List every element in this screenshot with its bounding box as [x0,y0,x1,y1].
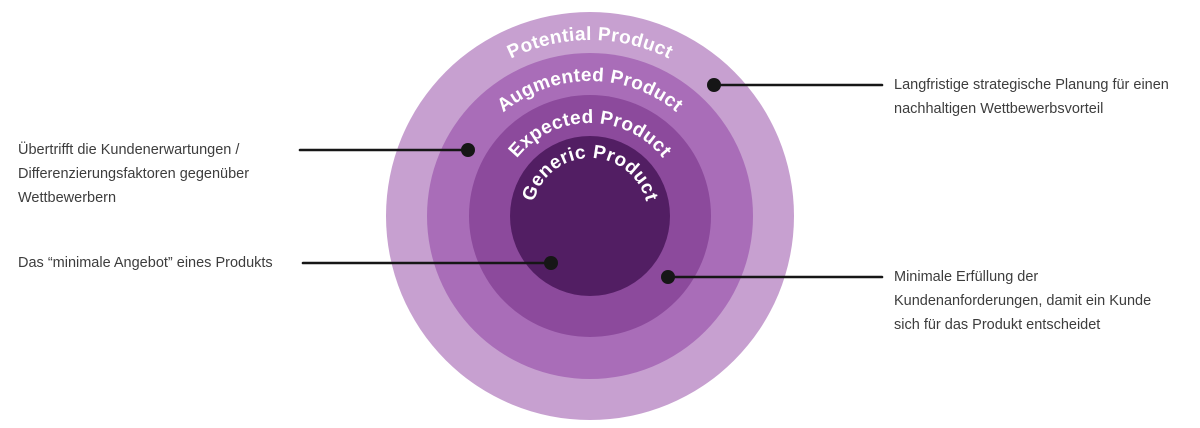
connector-augmented [298,143,475,157]
annotation-generic-product: Das “minimale Angebot” eines Produkts [18,251,273,275]
annotation-text-line: Langfristige strategische Planung für ei… [894,77,1169,93]
annotation-text-line: Kundenanforderungen, damit ein Kunde [894,293,1152,309]
connector-dot [461,143,475,157]
annotation-text-line: Wettbewerbern [18,190,117,206]
annotation-text-line: Übertrifft die Kundenerwartungen / [18,142,240,158]
connector-dot [661,270,675,284]
annotation-text-line: Das “minimale Angebot” eines Produkts [18,255,273,271]
annotation-expected-product: Minimale Erfüllung der Kundenanforderung… [894,265,1151,337]
connector-dot [544,256,558,270]
connector-potential [707,78,884,92]
annotation-augmented-product: Übertrifft die Kundenerwartungen / Diffe… [18,138,249,210]
annotation-text-line: sich für das Produkt entscheidet [894,317,1101,333]
annotation-potential-product: Langfristige strategische Planung für ei… [894,73,1169,121]
annotation-text-line: Minimale Erfüllung der [894,269,1039,285]
connector-expected [661,270,884,284]
ring-generic-product [510,136,670,296]
annotation-text-line: nachhaltigen Wettbewerbsvorteil [894,101,1104,117]
connector-dot [707,78,721,92]
connector-generic [301,256,558,270]
annotation-text-line: Differenzierungsfaktoren gegenüber [18,166,250,182]
